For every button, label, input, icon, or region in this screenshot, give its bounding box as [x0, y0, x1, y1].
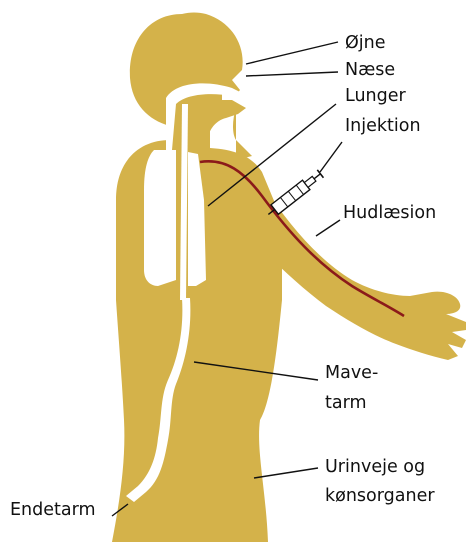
leader-nose [246, 72, 338, 76]
label-gut-line2: tarm [325, 393, 367, 413]
head [130, 13, 246, 143]
label-injection: Injektion [345, 116, 421, 136]
leader-injection [320, 142, 342, 172]
label-skin-lesion: Hudlæsion [343, 203, 436, 223]
label-urinary-line2: kønsorganer [325, 486, 435, 506]
leader-urinary [254, 468, 318, 478]
label-lungs: Lunger [345, 86, 406, 106]
lung [144, 150, 176, 286]
leader-eyes [246, 42, 338, 64]
label-nose: Næse [345, 60, 395, 80]
ear [233, 108, 252, 160]
label-eyes: Øjne [345, 33, 386, 53]
label-urinary-line1: Urinveje og [325, 457, 425, 477]
label-rectum: Endetarm [10, 500, 96, 520]
leader-skin-lesion [316, 220, 340, 236]
label-gut-line1: Mave- [325, 363, 378, 383]
